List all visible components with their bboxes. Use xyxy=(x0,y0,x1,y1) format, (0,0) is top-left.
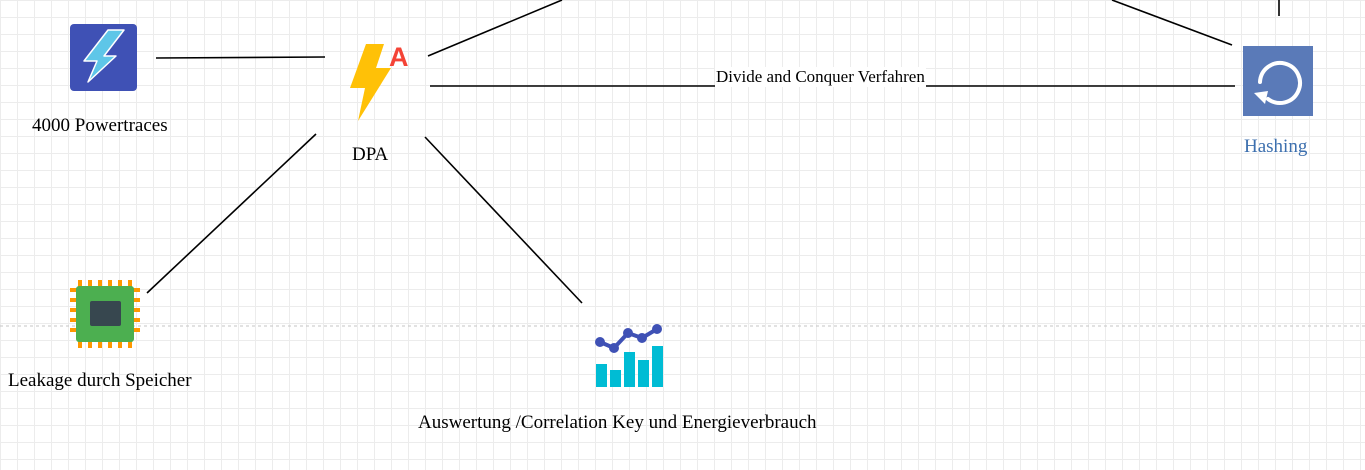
edge-dpa-auswertung[interactable] xyxy=(424,136,583,304)
edge-dpa-leakage[interactable] xyxy=(146,133,317,294)
node-label-powertraces: 4000 Powertraces xyxy=(32,115,168,136)
lightning-alert-icon[interactable]: A xyxy=(350,42,409,121)
node-label-dpa: DPA xyxy=(352,144,389,165)
refresh-circle-icon[interactable] xyxy=(1243,46,1313,116)
svg-text:A: A xyxy=(389,42,409,72)
edge-powertraces-dpa[interactable] xyxy=(155,56,326,59)
node-label-hashing: Hashing xyxy=(1244,136,1308,157)
bar-line-chart-icon[interactable] xyxy=(595,324,664,388)
memory-chip-icon[interactable] xyxy=(70,280,140,348)
node-label-auswertung: Auswertung /Correlation Key und Energiev… xyxy=(418,412,817,433)
edge-label-divide-conquer: Divide and Conquer Verfahren xyxy=(715,67,926,87)
lightning-bolt-tile-icon[interactable] xyxy=(70,24,137,91)
edge-hashing-top[interactable] xyxy=(1111,0,1233,46)
node-label-leakage: Leakage durch Speicher xyxy=(8,370,192,391)
edge-dpa-top[interactable] xyxy=(427,0,563,57)
